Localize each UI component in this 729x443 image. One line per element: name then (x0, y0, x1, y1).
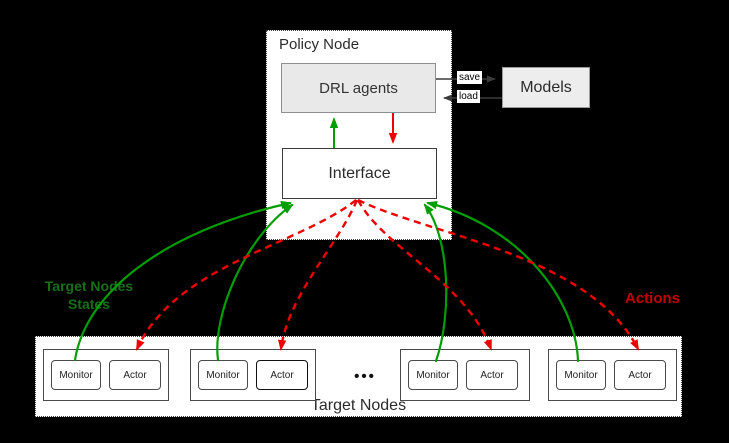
models-label: Models (520, 78, 572, 96)
monitor-box: Monitor (556, 360, 606, 390)
policy-node-container (266, 30, 452, 240)
actor-box: Actor (466, 360, 518, 390)
target-nodes-states-label: Target Nodes States (29, 277, 149, 313)
actions-label: Actions (625, 290, 681, 307)
monitor-box: Monitor (51, 360, 101, 390)
target-node-group-1: Monitor Actor (43, 349, 169, 401)
target-node-group-3: Monitor Actor (400, 349, 530, 401)
drl-agents-box: DRL agents (281, 63, 436, 113)
interface-label: Interface (328, 164, 391, 182)
actor-box: Actor (614, 360, 666, 390)
target-node-group-2: Monitor Actor (190, 349, 316, 401)
monitor-box: Monitor (408, 360, 458, 390)
more-nodes-ellipsis: ••• (354, 368, 376, 385)
actor-box: Actor (256, 360, 308, 390)
states-label-line1: Target Nodes (44, 278, 134, 294)
policy-node-title: Policy Node (279, 36, 360, 53)
states-label-line2: States (67, 296, 111, 312)
monitor-box: Monitor (198, 360, 248, 390)
target-nodes-label: Target Nodes (310, 397, 407, 414)
models-box: Models (502, 67, 590, 108)
actor-box: Actor (109, 360, 161, 390)
drl-agents-label: DRL agents (319, 79, 398, 97)
target-node-group-4: Monitor Actor (548, 349, 677, 401)
load-label: load (457, 90, 480, 103)
interface-box: Interface (282, 148, 437, 199)
save-label: save (457, 71, 483, 84)
